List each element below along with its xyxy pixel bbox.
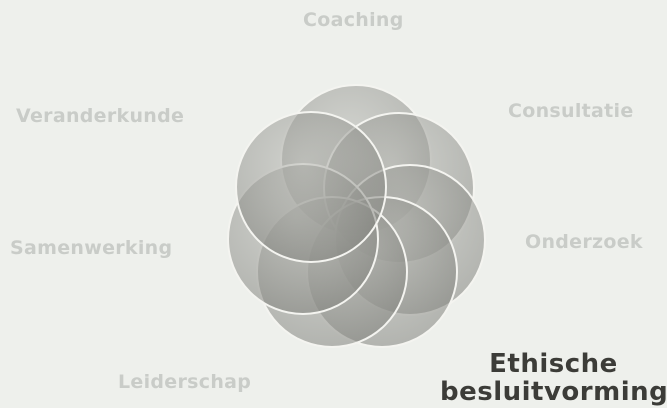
label-active-line2: besluitvorming: [440, 377, 667, 407]
petal-circles: [227, 84, 486, 348]
label-veranderkunde: Veranderkunde: [16, 105, 185, 127]
label-leiderschap: Leiderschap: [118, 371, 252, 393]
label-active-line1: Ethische: [489, 349, 618, 379]
label-consultatie: Consultatie: [508, 100, 634, 122]
label-coaching: Coaching: [303, 9, 404, 31]
petal-circle-veranderkunde: [235, 111, 387, 263]
label-samenwerking: Samenwerking: [10, 237, 173, 259]
label-ethische-besluitvorming: Ethische besluitvorming: [440, 350, 667, 406]
label-onderzoek: Onderzoek: [525, 231, 643, 253]
